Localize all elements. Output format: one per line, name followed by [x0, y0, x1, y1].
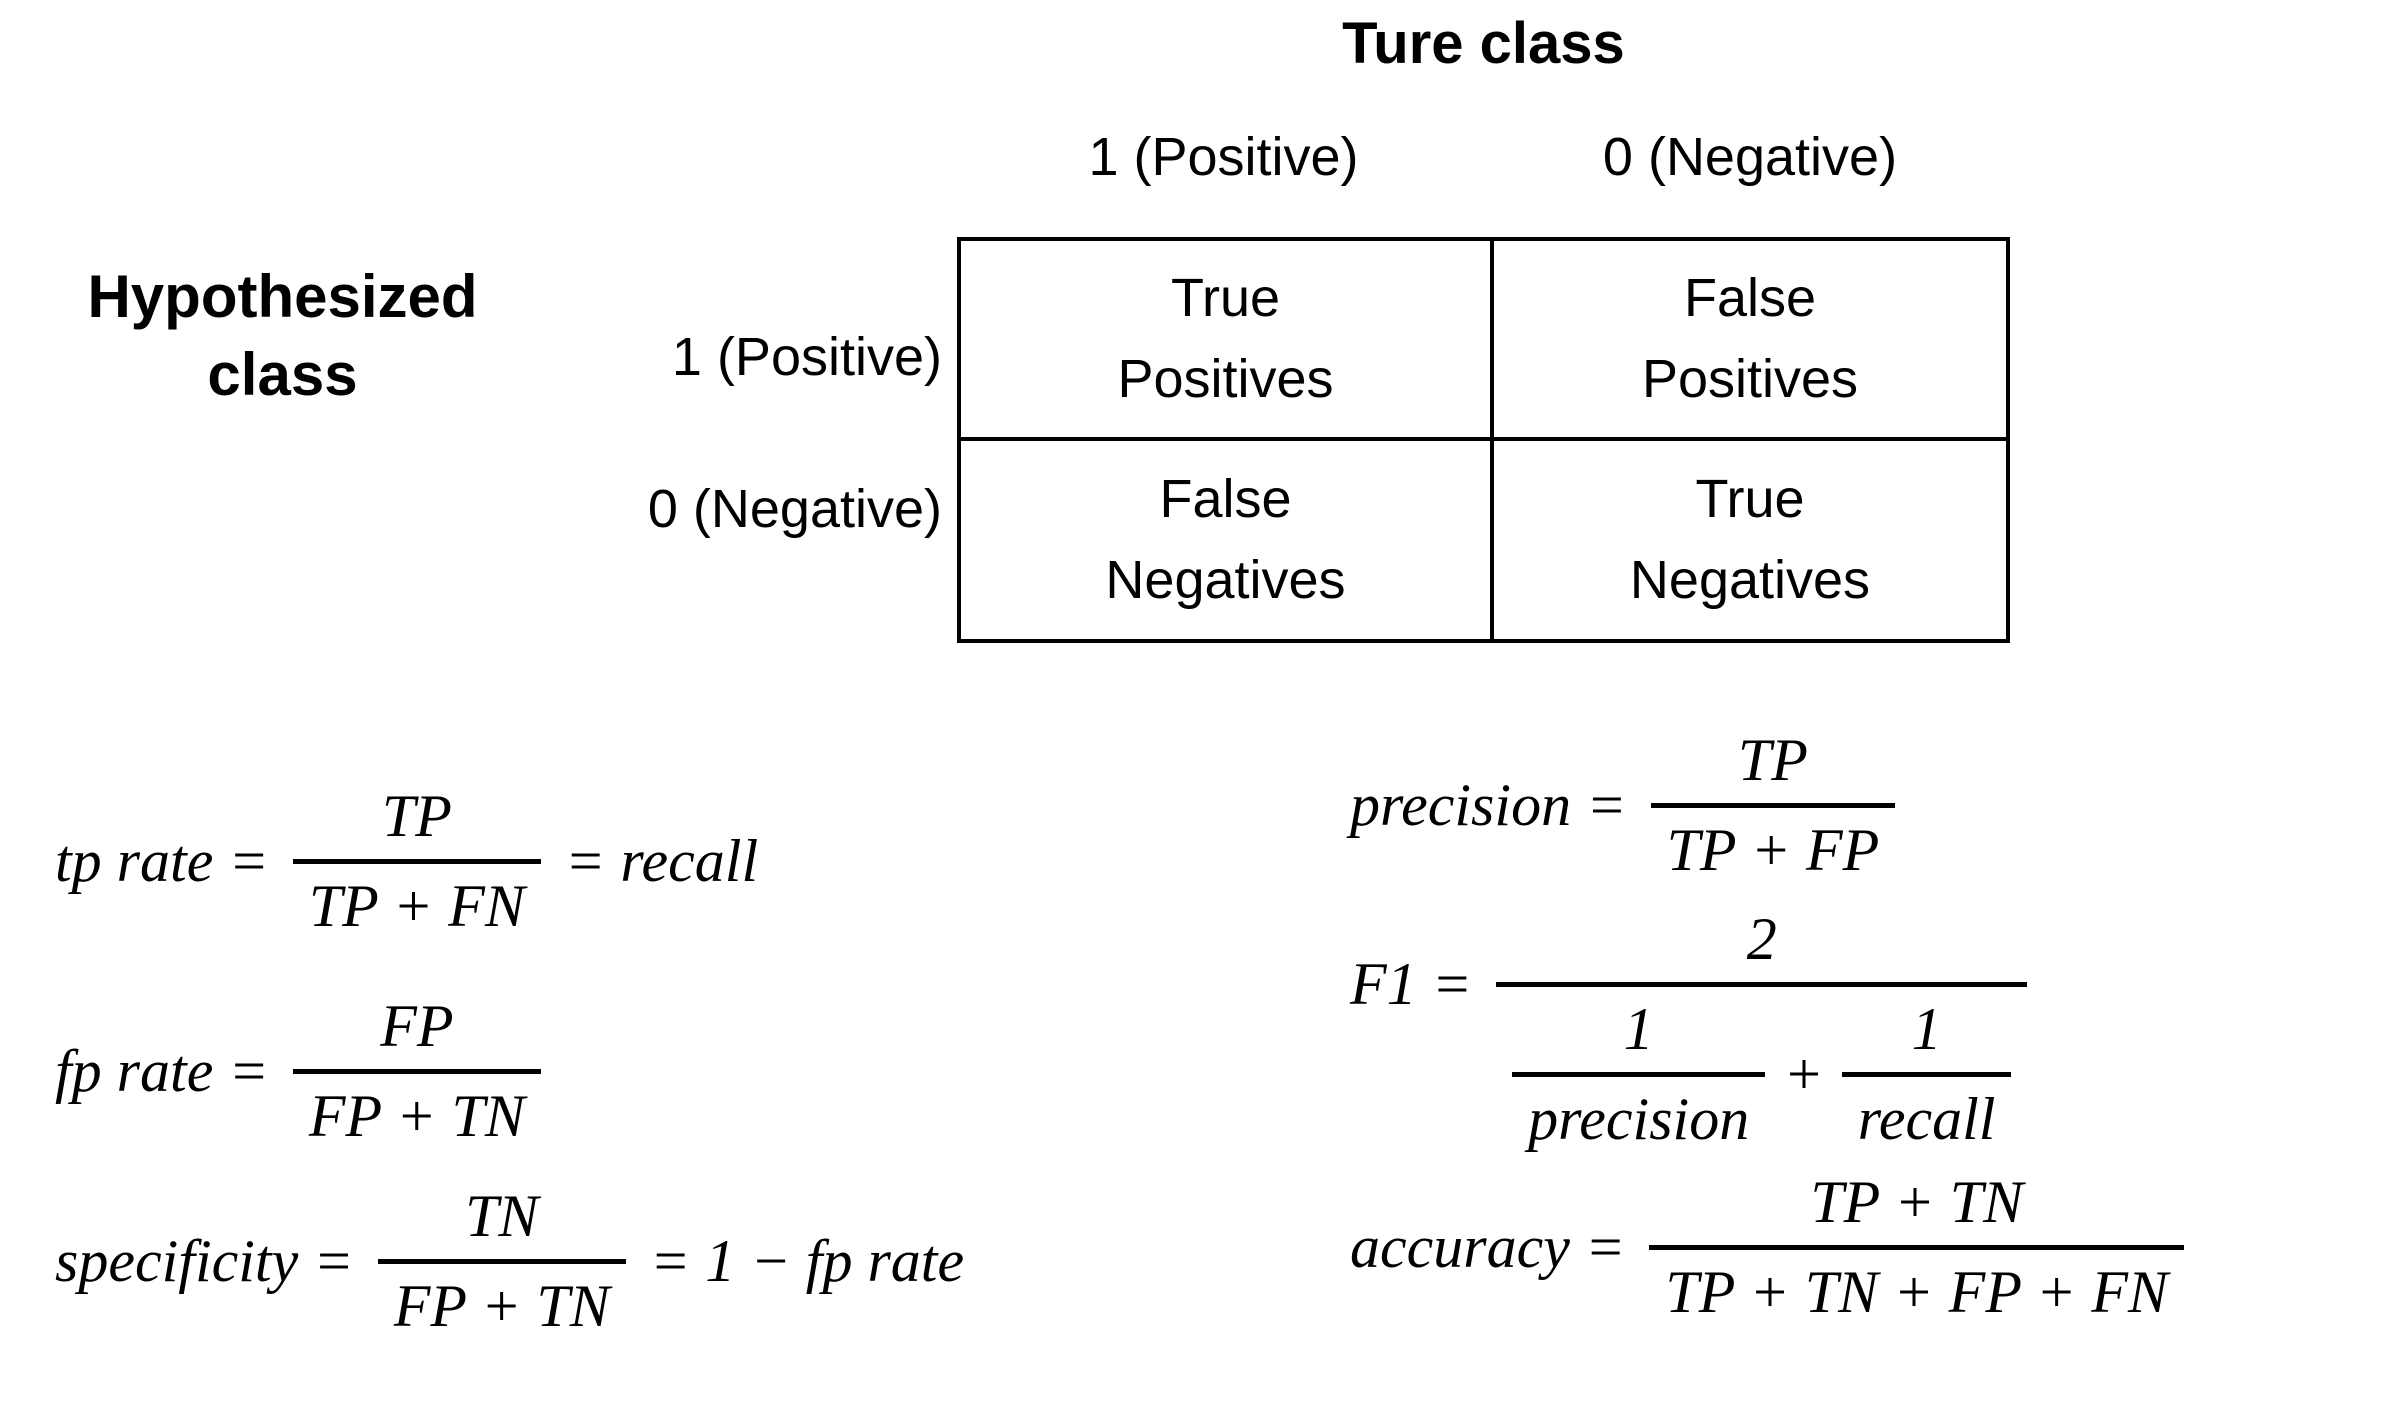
fraction-numerator: 1 — [1911, 996, 1942, 1062]
fraction-denominator: 1 precision + 1 recall — [1496, 982, 2028, 1154]
formula-accuracy: accuracy = TP + TN TP + TN + FP + FN — [1350, 1168, 2185, 1327]
col-header-negative: 0 (Negative) — [1602, 127, 1898, 187]
cell-true-positives: True Positives — [961, 241, 1494, 441]
plus-operator: + — [1783, 1041, 1824, 1107]
cell-false-positives: False Positives — [1494, 241, 2006, 441]
formula-lhs: F1 = — [1350, 951, 1473, 1017]
cell-text-line: Negatives — [1105, 550, 1346, 610]
fraction-numerator: TP — [381, 783, 452, 849]
formula-lhs: precision = — [1350, 772, 1627, 838]
fraction-denominator: TP + FP — [1650, 803, 1896, 885]
fraction: 2 1 precision + 1 recall — [1496, 905, 2028, 1154]
formula-lhs: accuracy = — [1350, 1214, 1626, 1280]
fraction-denominator: precision — [1512, 1072, 1766, 1154]
row-header-negative: 0 (Negative) — [647, 479, 942, 539]
formula-specificity: specificity = TN FP + TN = 1 − fp rate — [55, 1182, 964, 1341]
fraction-numerator: TP — [1737, 727, 1808, 793]
formula-rhs: = 1 − fp rate — [649, 1228, 965, 1294]
fraction: FP FP + TN — [292, 992, 541, 1151]
cell-text-line: True — [1170, 268, 1281, 328]
fraction-denominator: TP + TN + FP + FN — [1649, 1245, 2185, 1327]
formula-lhs: tp rate = — [55, 828, 269, 894]
fraction: TP TP + FP — [1650, 726, 1896, 885]
hypothesized-class-label: Hypothesized class — [25, 258, 540, 414]
fraction-denominator: recall — [1841, 1072, 2012, 1154]
formula-lhs: fp rate = — [55, 1038, 269, 1104]
confusion-matrix-table: True Positives False Positives False Neg… — [957, 237, 2010, 643]
nested-fraction: 1 precision — [1512, 995, 1766, 1154]
formula-f1: F1 = 2 1 precision + 1 recall — [1350, 905, 2028, 1154]
fraction-numerator: TN — [465, 1183, 539, 1249]
hypothesized-class-line1: Hypothesized — [87, 263, 478, 330]
fraction: TP + TN TP + TN + FP + FN — [1649, 1168, 2185, 1327]
col-header-positive: 1 (Positive) — [1088, 127, 1359, 187]
fraction-numerator: FP — [380, 993, 454, 1059]
true-class-title: Ture class — [1342, 11, 1625, 76]
formula-rhs: = recall — [564, 828, 759, 894]
cell-text-line: True — [1695, 469, 1805, 529]
cell-text-line: Positives — [1641, 349, 1859, 409]
cell-text-line: False — [1159, 469, 1292, 529]
formula-lhs: specificity = — [55, 1228, 354, 1294]
formula-tp-rate: tp rate = TP TP + FN = recall — [55, 782, 758, 941]
fraction: TN FP + TN — [377, 1182, 626, 1341]
cell-text-line: Negatives — [1629, 550, 1871, 610]
cell-false-negatives: False Negatives — [961, 441, 1494, 639]
fraction-denominator: FP + TN — [377, 1259, 626, 1341]
fraction-numerator: 1 — [1623, 996, 1654, 1062]
row-header-positive: 1 (Positive) — [671, 327, 942, 387]
fraction-numerator: TP + TN — [1810, 1169, 2024, 1235]
fraction-denominator: FP + TN — [292, 1069, 541, 1151]
fraction: TP TP + FN — [292, 782, 541, 941]
cell-text-line: False — [1683, 268, 1817, 328]
formula-fp-rate: fp rate = FP FP + TN — [55, 992, 541, 1151]
hypothesized-class-line2: class — [207, 341, 358, 408]
fraction-denominator: TP + FN — [292, 859, 541, 941]
cell-true-negatives: True Negatives — [1494, 441, 2006, 639]
fraction-numerator: 2 — [1746, 906, 1777, 972]
cell-text-line: Positives — [1117, 349, 1334, 409]
formula-precision: precision = TP TP + FP — [1350, 726, 1896, 885]
nested-fraction: 1 recall — [1841, 995, 2012, 1154]
